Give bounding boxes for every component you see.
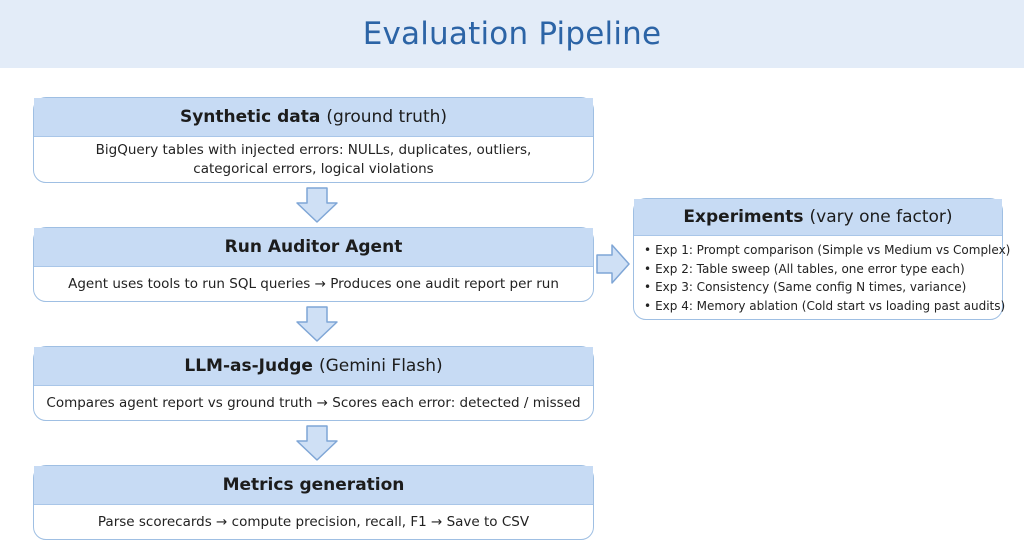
experiments-title: Experiments	[683, 207, 804, 227]
experiment-item: Exp 1: Prompt comparison (Simple vs Medi…	[644, 241, 1010, 260]
step-llm-as-judge: LLM-as-Judge (Gemini Flash) Compares age…	[33, 346, 594, 421]
step-title: Synthetic data	[179, 107, 321, 127]
down-arrow-icon	[296, 187, 338, 223]
step-body: Compares agent report vs ground truth → …	[34, 386, 593, 421]
step-body: Parse scorecards → compute precision, re…	[34, 505, 593, 540]
right-arrow-icon	[596, 244, 630, 284]
step-header: Metrics generation	[34, 466, 593, 505]
step-body: Agent uses tools to run SQL queries → Pr…	[34, 267, 593, 302]
step-body-line: Compares agent report vs ground truth → …	[46, 395, 581, 411]
step-synthetic-data: Synthetic data (ground truth) BigQuery t…	[33, 97, 594, 183]
experiments-panel: Experiments (vary one factor) Exp 1: Pro…	[633, 198, 1010, 320]
step-body-line: categorical errors, logical violations	[193, 161, 434, 177]
step-title-qualifier: (Gemini Flash)	[318, 356, 443, 376]
step-metrics-generation: Metrics generation Parse scorecards → co…	[33, 465, 594, 540]
experiment-item: Exp 2: Table sweep (All tables, one erro…	[644, 260, 1002, 279]
step-title-qualifier: (ground truth)	[326, 107, 448, 127]
step-body: BigQuery tables with injected errors: NU…	[34, 137, 593, 183]
title-banner: Evaluation Pipeline	[0, 0, 1024, 68]
page-title: Evaluation Pipeline	[362, 16, 662, 52]
experiments-title-qualifier: (vary one factor)	[809, 207, 953, 227]
step-header: Synthetic data (ground truth)	[34, 98, 593, 137]
down-arrow-icon	[296, 425, 338, 461]
experiments-header: Experiments (vary one factor)	[634, 199, 1002, 236]
step-run-auditor-agent: Run Auditor Agent Agent uses tools to ru…	[33, 227, 594, 302]
experiment-item: Exp 3: Consistency (Same config N times,…	[644, 278, 1002, 297]
step-title: LLM-as-Judge	[184, 356, 313, 376]
down-arrow-icon	[296, 306, 338, 342]
step-header: Run Auditor Agent	[34, 228, 593, 267]
step-body-line: Agent uses tools to run SQL queries → Pr…	[68, 276, 559, 292]
step-body-line: BigQuery tables with injected errors: NU…	[95, 142, 532, 158]
step-title: Metrics generation	[222, 475, 405, 495]
step-header: LLM-as-Judge (Gemini Flash)	[34, 347, 593, 386]
step-title: Run Auditor Agent	[224, 237, 403, 257]
experiment-item: Exp 4: Memory ablation (Cold start vs lo…	[644, 297, 1005, 316]
step-body-line: Parse scorecards → compute precision, re…	[97, 514, 530, 530]
experiments-list: Exp 1: Prompt comparison (Simple vs Medi…	[634, 236, 1010, 316]
